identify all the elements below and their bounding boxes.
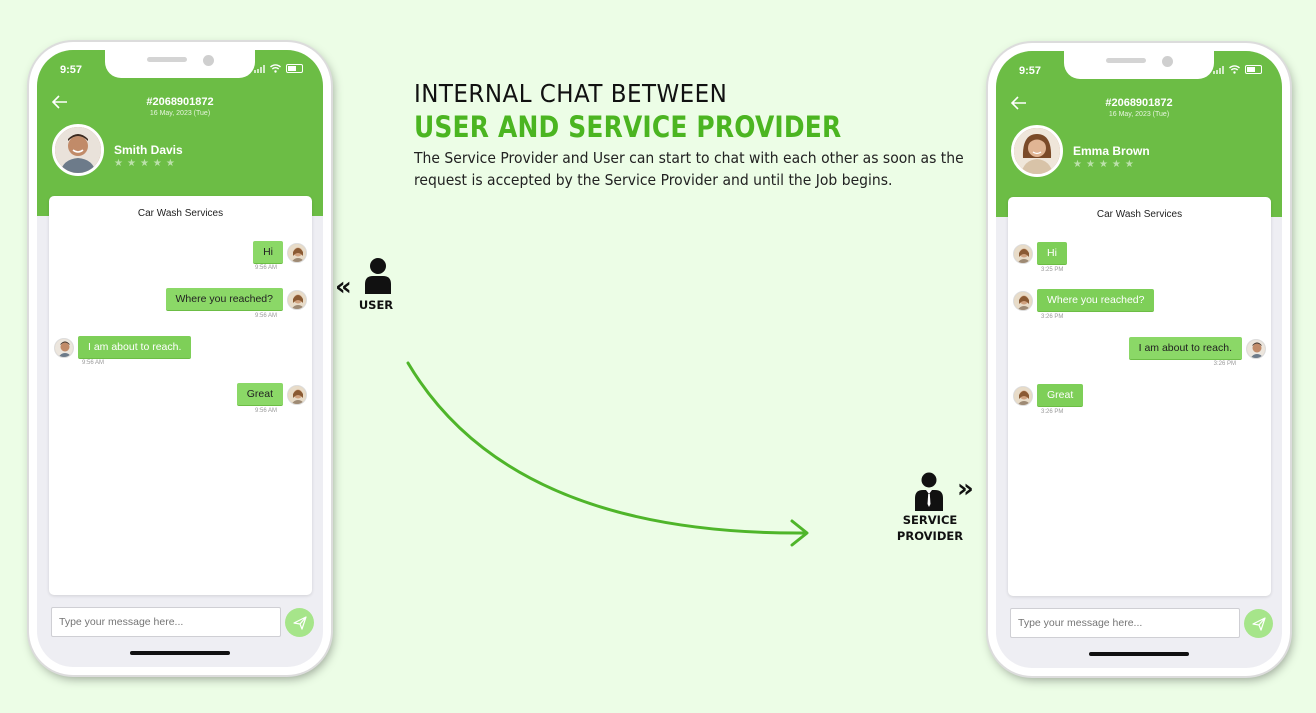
chat-title: Car Wash Services (1096, 209, 1183, 220)
message-bubble: Great (1037, 384, 1084, 407)
star-icon: ★ (1085, 159, 1095, 170)
sender-avatar (1013, 385, 1033, 406)
chat-message: Hi (253, 241, 307, 264)
back-arrow-icon[interactable] (51, 94, 68, 112)
star-icon: ★ (1124, 159, 1134, 170)
contact-name: Emma Brown (1073, 144, 1150, 158)
user-phone: 9:57 #2068901872 16 May, 2023 (Tue) Smit… (29, 42, 331, 675)
phone-notch (105, 50, 255, 78)
send-icon (292, 615, 307, 630)
sender-avatar (1013, 243, 1033, 264)
provider-role-line2: PROVIDER (896, 529, 964, 543)
chat-message: Where you reached? (1013, 289, 1155, 312)
chat-message: Great (1013, 384, 1084, 407)
message-bubble: Hi (253, 241, 283, 264)
status-icons (1213, 65, 1262, 74)
star-icon: ★ (165, 158, 175, 169)
message-time: 9:56 AM (82, 360, 105, 366)
message-input[interactable] (51, 607, 281, 637)
star-icon: ★ (114, 158, 123, 169)
send-button[interactable] (1244, 609, 1273, 638)
star-icon: ★ (1073, 159, 1082, 170)
phone-screen: 9:57 #2068901872 16 May, 2023 (Tue) Smit… (37, 50, 323, 667)
chat-title: Car Wash Services (137, 208, 224, 219)
phone-notch (1064, 51, 1214, 79)
message-time: 9:56 AM (254, 408, 277, 414)
chat-message: I am about to reach. (54, 336, 192, 359)
message-bubble: Where you reached? (165, 288, 283, 311)
sender-avatar (287, 384, 307, 405)
message-time: 3:26 PM (1213, 361, 1236, 367)
chat-message: Where you reached? (165, 288, 307, 311)
chat-message: I am about to reach. (1128, 337, 1266, 360)
headline-line1: INTERNAL CHAT BETWEEN (414, 79, 728, 108)
message-bubble: Great (236, 383, 283, 406)
status-icons (254, 64, 303, 73)
order-date: 16 May, 2023 (Tue) (149, 110, 211, 117)
home-indicator (1089, 652, 1189, 656)
send-button[interactable] (285, 608, 314, 637)
message-bubble: Where you reached? (1037, 289, 1155, 312)
contact-avatar[interactable] (1011, 125, 1063, 177)
sender-avatar (1246, 338, 1266, 359)
message-bubble: I am about to reach. (1128, 337, 1242, 360)
rating-stars: ★ ★ ★ ★ ★ (1073, 160, 1134, 170)
provider-phone: 9:57 #2068901872 16 May, 2023 (Tue) Emma… (988, 43, 1290, 676)
order-id: #2068901872 (146, 96, 214, 108)
status-time: 9:57 (1019, 65, 1042, 77)
order-date: 16 May, 2023 (Tue) (1108, 111, 1170, 118)
rating-stars: ★ ★ ★ ★ ★ (114, 159, 175, 169)
message-time: 9:56 AM (254, 313, 277, 319)
send-icon (1251, 616, 1266, 631)
star-icon: ★ (1111, 159, 1121, 170)
star-icon: ★ (126, 158, 136, 169)
signal-icon (254, 64, 265, 73)
flow-arrow (406, 361, 809, 547)
message-time: 3:26 PM (1041, 314, 1064, 320)
signal-icon (1213, 65, 1224, 74)
home-indicator (130, 651, 230, 655)
phone-screen: 9:57 #2068901872 16 May, 2023 (Tue) Emma… (996, 51, 1282, 668)
description-text: The Service Provider and User can start … (414, 149, 964, 189)
star-icon: ★ (152, 158, 162, 169)
chat-card: Car Wash Services Hi 9:56 AM Where you r… (49, 196, 312, 595)
wifi-icon (1229, 65, 1240, 74)
status-time: 9:57 (60, 64, 83, 76)
message-time: 9:56 AM (254, 265, 277, 271)
chevron-right-icon: » (957, 474, 974, 504)
message-time: 3:25 PM (1041, 267, 1064, 273)
user-role-label: USER (358, 298, 394, 312)
chat-card: Car Wash Services Hi 3:25 PM Where you r… (1008, 197, 1271, 596)
contact-name: Smith Davis (114, 143, 183, 157)
star-icon: ★ (1098, 159, 1108, 170)
wifi-icon (270, 64, 281, 73)
chevron-left-icon: « (335, 272, 352, 302)
sender-avatar (1013, 290, 1033, 311)
battery-icon (1245, 65, 1262, 74)
headline-line2: USER AND SERVICE PROVIDER (414, 110, 842, 144)
chat-message: Hi (1013, 242, 1067, 265)
message-bubble: Hi (1037, 242, 1067, 265)
sender-avatar (54, 337, 74, 358)
provider-role-label: SERVICE PROVIDER (890, 512, 970, 544)
service-provider-icon (915, 472, 943, 511)
user-icon (365, 258, 391, 294)
order-id: #2068901872 (1105, 97, 1173, 109)
message-bubble: I am about to reach. (78, 336, 192, 359)
message-time: 3:26 PM (1041, 409, 1064, 415)
sender-avatar (287, 289, 307, 310)
back-arrow-icon[interactable] (1010, 95, 1027, 113)
sender-avatar (287, 242, 307, 263)
chat-message: Great (236, 383, 307, 406)
message-input[interactable] (1010, 608, 1240, 638)
battery-icon (286, 64, 303, 73)
star-icon: ★ (139, 158, 149, 169)
contact-avatar[interactable] (52, 124, 104, 176)
provider-role-line1: SERVICE (902, 513, 958, 527)
